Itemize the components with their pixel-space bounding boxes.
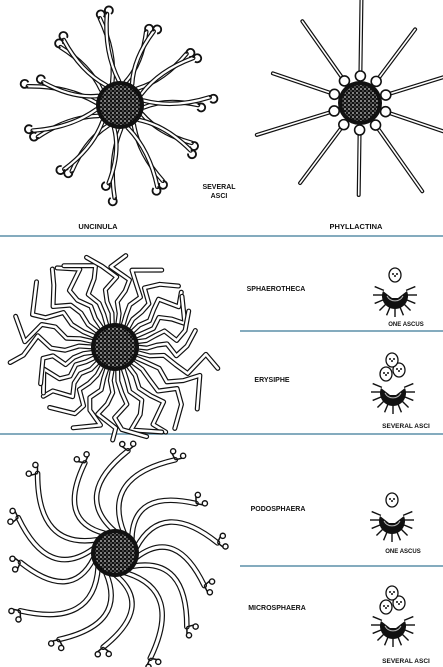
erysiphe-cleistothecium-icon bbox=[10, 256, 218, 440]
erysiphe-ascus-icon bbox=[371, 353, 415, 414]
label-microsphaera: MICROSPHAERA bbox=[248, 605, 306, 612]
sphaerotheca-ascus-icon bbox=[373, 268, 417, 317]
phyllactina-cleistothecium-icon bbox=[257, 0, 443, 195]
uncinula-cleistothecium-icon bbox=[21, 6, 218, 205]
label-phyllactina: PHYLLACTINA bbox=[330, 222, 383, 231]
label-sphaerotheca: SPHAEROTHECA bbox=[247, 286, 306, 293]
label-several-asci-line2: ASCI bbox=[211, 193, 228, 200]
microsphaera-ascus-icon bbox=[371, 586, 415, 647]
podosphaera-ascus-icon bbox=[370, 493, 414, 542]
label-several-asci-line1: SEVERAL bbox=[202, 184, 236, 191]
label-one-ascus: ONE ASCUS bbox=[385, 549, 420, 555]
label-podosphaera: PODOSPHAERA bbox=[251, 506, 306, 513]
label-several-asci: SEVERAL ASCI bbox=[382, 658, 430, 665]
label-erysiphe: ERYSIPHE bbox=[254, 377, 289, 384]
label-one-ascus: ONE ASCUS bbox=[388, 322, 423, 328]
label-uncinula: UNCINULA bbox=[78, 222, 118, 231]
label-several-asci: SEVERAL ASCI bbox=[382, 423, 430, 430]
podosphaera-cleistothecium-icon bbox=[8, 441, 228, 667]
